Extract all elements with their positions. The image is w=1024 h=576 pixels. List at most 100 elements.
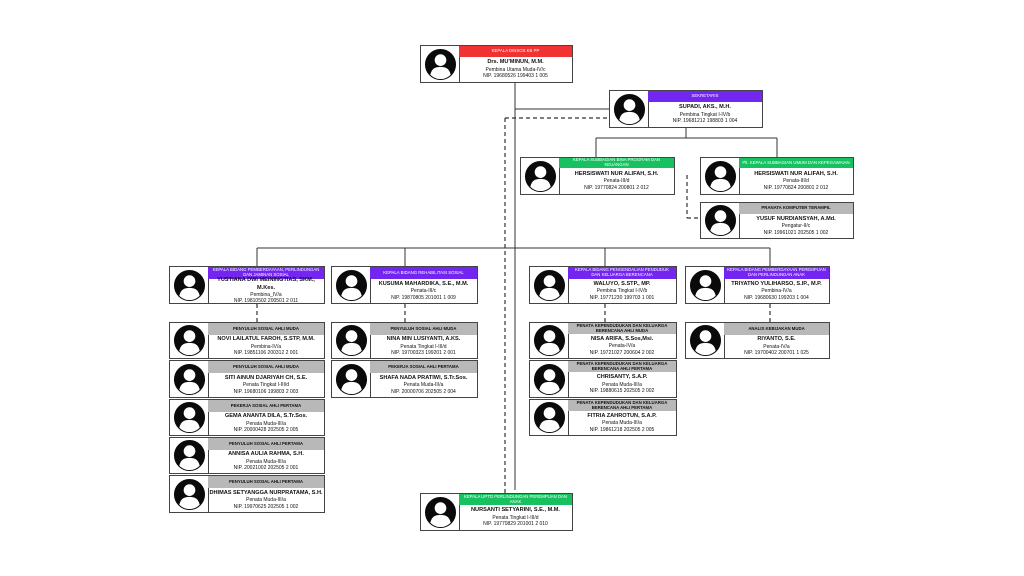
official-name: Drs. MU'MINUN, M.M.: [487, 59, 544, 66]
official-rank: Penata Muda-III/a: [246, 458, 286, 465]
official-name: TRIYATNO YULIHARSO, S.IP., M.P.: [731, 280, 822, 287]
person-avatar-icon: [173, 401, 205, 434]
official-name: KUSUMA MAHARDIKA, S.E., M.M.: [378, 280, 469, 287]
position-details: DHIMAS SETYANGGA NURPRATAMA, S.H.Penata …: [208, 488, 324, 512]
official-nip: NIP. 19970625 202505 1 002: [233, 503, 299, 510]
position-title: KEPALA BIDANG PEMBERDAYAAN, PERLINDUNGAN…: [208, 267, 324, 279]
position-title: PRANATA KOMPUTER TERAMPIL: [739, 203, 853, 214]
position-title: Plt. KEPALA SUBBAGIAN UMUM DAN KEPEGAWAI…: [739, 158, 853, 168]
person-avatar-icon: [173, 478, 205, 510]
person-avatar-icon: [533, 324, 565, 357]
official-rank: Penata Muda-III/a: [403, 382, 444, 389]
person-avatar-icon: [335, 324, 367, 357]
person-avatar-icon: [704, 160, 736, 192]
person-avatar-icon: [335, 363, 367, 395]
official-nip: NIP. 19770824 200801 2 012: [763, 184, 829, 191]
official-nip: NIP. 20000428 202505 2 005: [233, 427, 299, 434]
position-title: KEPALA BIDANG REHABILITASI SOSIAL: [370, 267, 477, 279]
official-name: FITRIA ZAHROTUN, S.A.P.: [587, 412, 657, 419]
position-title: PENYULUH SOSIAL AHLI MUDA: [208, 323, 324, 335]
avatar: [530, 323, 569, 358]
official-name: YUSUF NURDIANSYAH, A.Md.: [756, 215, 836, 222]
position-details: GEMA ANANTA DILA, S.Tr.Sos.Penata Muda-I…: [208, 412, 324, 435]
person-avatar-icon: [173, 439, 205, 472]
avatar: [701, 158, 740, 194]
position-card: KEPALA BIDANG PENGENDALIAN PENDUDUK DAN …: [529, 266, 677, 304]
official-nip: NIP. 20000706 202505 2 004: [391, 388, 456, 395]
official-name: NISA ARIFA, S.Sos,Msi.: [590, 335, 654, 342]
position-card: Plt. KEPALA SUBBAGIAN UMUM DAN KEPEGAWAI…: [700, 157, 854, 195]
official-name: CHRISANTY, S.A.P.: [596, 374, 648, 381]
position-details: FITRIA ZAHROTUN, S.A.P.Penata Muda-III/a…: [568, 411, 676, 435]
person-avatar-icon: [689, 324, 721, 357]
official-nip: NIP. 19681212 198803 1 004: [672, 118, 738, 125]
avatar: [170, 361, 209, 397]
avatar: [701, 203, 740, 238]
position-details: SITI AINUN DJARIYAH CH, S.E.Penata Tingk…: [208, 373, 324, 397]
position-details: NURSANTI SETYARINI, S.E., M.M.Penata Tin…: [459, 505, 572, 530]
official-nip: NIP. 19700323 199201 2 001: [391, 350, 456, 357]
person-avatar-icon: [704, 204, 736, 237]
position-title: KEPALA DINSOS KB PP: [459, 46, 572, 57]
official-nip: NIP. 19770824 200801 2 012: [584, 184, 649, 191]
official-name: NINA MIN LUSIYANTI, A.KS.: [386, 336, 461, 343]
official-name: NOVI LAILATUL FAROH, S.STP, M.M.: [217, 336, 315, 343]
official-name: RIYANTO, S.E.: [757, 336, 796, 343]
official-name: SUPADI, AKS., M.H.: [679, 104, 731, 111]
official-nip: NIP. 19851106 200312 2 001: [233, 350, 299, 357]
official-nip: NIP. 20021002 202505 2 001: [233, 465, 299, 472]
official-nip: NIP. 19721027 200604 2 002: [589, 349, 655, 356]
position-card: KEPALA BIDANG PEMBERDAYAAN, PERLINDUNGAN…: [169, 266, 325, 304]
position-card: KEPALA SUBBAGIAN BINA PROGRAM DAN KEUANG…: [520, 157, 675, 195]
official-nip: NIP. 19961021 202505 1 002: [763, 229, 829, 236]
person-avatar-icon: [613, 93, 645, 125]
official-rank: Penata-III/d: [603, 178, 630, 185]
person-avatar-icon: [524, 160, 556, 192]
official-rank: Pembina Tingkat I-IV/b: [679, 111, 731, 118]
position-card: PENATA KEPENDUDUKAN DAN KELUARGA BERENCA…: [529, 322, 677, 359]
position-details: Drs. MU'MINUN, M.M.Pembina Utama Muda-IV…: [459, 57, 572, 82]
person-avatar-icon: [335, 269, 367, 301]
position-title: KEPALA SUBBAGIAN BINA PROGRAM DAN KEUANG…: [559, 157, 674, 168]
position-card: KEPALA UPTD PERLINDUNGAN PEREMPUAN DAN A…: [420, 493, 573, 531]
avatar: [521, 158, 560, 194]
official-rank: Penata Tingkat I-III/d: [242, 382, 290, 389]
avatar: [530, 361, 569, 397]
official-rank: Penata-III/c: [410, 288, 437, 295]
official-name: HERSISWATI NUR ALIFAH, S.H.: [574, 170, 659, 177]
person-avatar-icon: [424, 48, 456, 80]
official-nip: NIP. 19771230 199703 1 001: [589, 294, 655, 301]
avatar: [170, 267, 209, 303]
avatar: [170, 476, 209, 512]
official-nip: NIP. 19680630 199203 1 004: [744, 294, 809, 301]
official-name: YUSTIANA DWI MEININGTIAS, SKM., M.Kes.: [217, 277, 315, 291]
avatar: [170, 400, 209, 435]
position-card: KEPALA BIDANG PEMBERDAYAAN PEREMPUAN DAN…: [685, 266, 830, 304]
official-rank: Pembina Utama Muda-IV/c: [485, 66, 546, 73]
avatar: [332, 267, 371, 303]
official-name: ANNISA AULIA RAHMA, S.H.: [228, 451, 304, 458]
official-nip: NIP. 19880615 202505 2 002: [589, 388, 655, 395]
official-rank: Pembina-IV/a: [250, 343, 282, 350]
official-nip: NIP. 19770829 201001 2 010: [483, 521, 548, 528]
avatar: [530, 267, 569, 303]
official-rank: Penata Muda-III/a: [246, 497, 286, 504]
official-nip: NIP. 19861218 202505 2 005: [589, 426, 655, 433]
avatar: [686, 323, 725, 358]
official-nip: NIP. 19700402 200701 1 025: [744, 350, 809, 357]
official-rank: Penata Muda-III/a: [602, 420, 642, 427]
official-name: DHIMAS SETYANGGA NURPRATAMA, S.H.: [209, 489, 323, 496]
